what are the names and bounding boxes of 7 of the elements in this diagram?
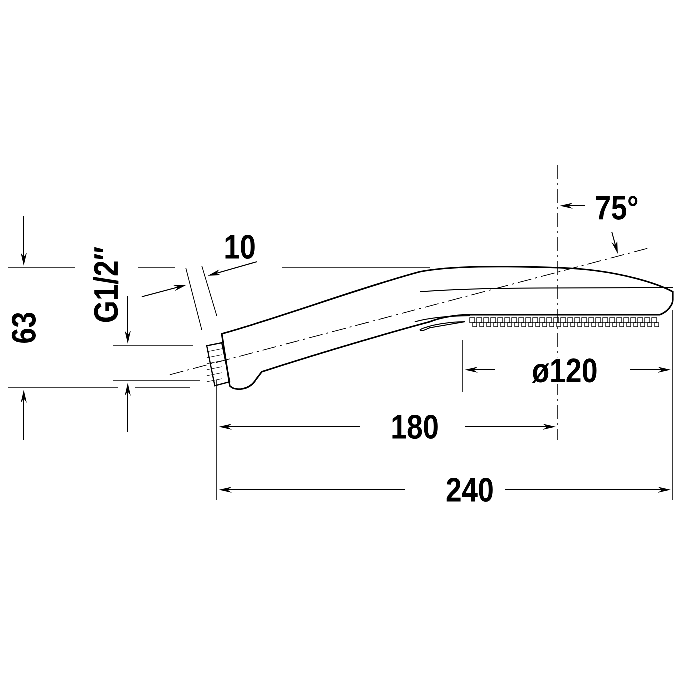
dimension-label: 180 [390, 414, 440, 440]
dimension-label: 63 [10, 311, 38, 345]
dimension-label: 10 [223, 234, 257, 260]
dimension-label: G1/2″ [92, 246, 120, 324]
dimension-label: 75° [594, 195, 640, 221]
dimension-label: ø120 [531, 358, 599, 384]
dimension-label: 240 [445, 476, 495, 504]
